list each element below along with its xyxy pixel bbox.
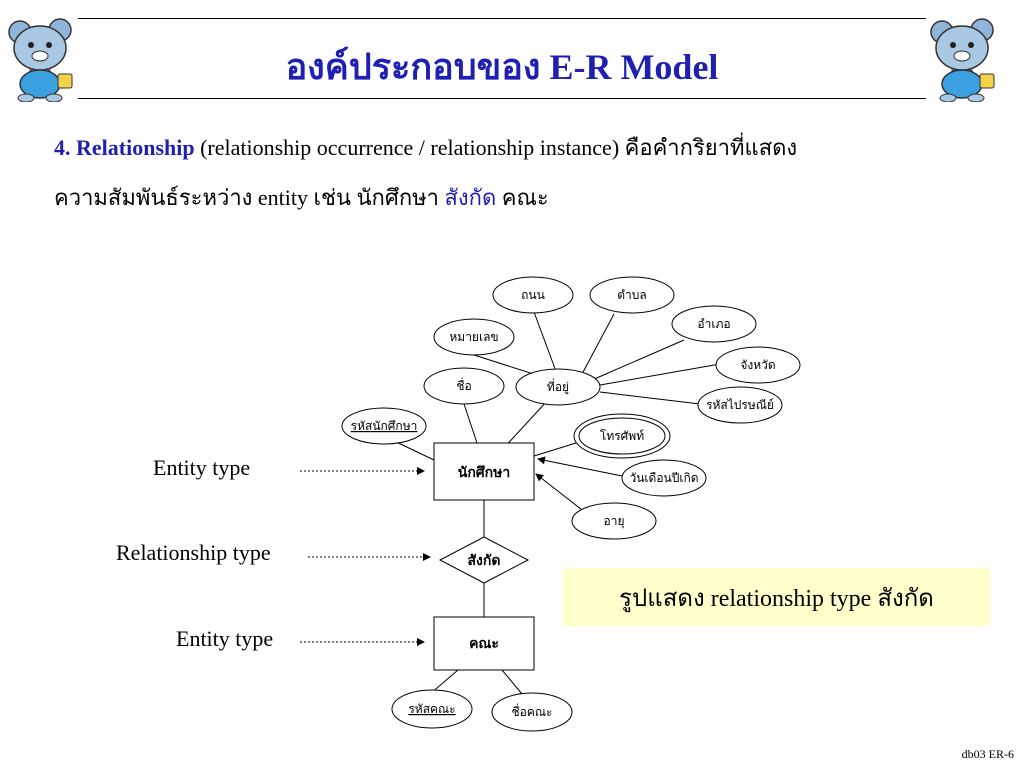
attr-house-no <box>433 318 515 356</box>
example-highlight: สังกัด <box>444 185 497 210</box>
attr-birthdate-label: วันเดือนปีเกิด <box>629 471 698 485</box>
bear-mascot-right <box>930 18 995 102</box>
diagram-connectors <box>391 311 721 695</box>
header-top-rule <box>78 18 926 19</box>
attr-subdistrict <box>589 276 675 314</box>
attr-student-id <box>341 407 427 445</box>
label-entity-type-bottom: Entity type <box>176 626 274 651</box>
attr-postcode <box>697 386 783 424</box>
attr-faculty-name <box>491 692 573 732</box>
attr-name <box>423 367 505 405</box>
attr-age-label: อายุ <box>604 514 625 529</box>
arrow-birthdate <box>537 456 623 477</box>
attr-district-label: อำเภอ <box>697 317 730 331</box>
attr-faculty-name-label: ชื่อคณะ <box>512 703 553 719</box>
attr-phone-inner <box>578 417 666 455</box>
attr-house-no-label: หมายเลข <box>449 330 498 344</box>
entity-faculty-label: คณะ <box>469 636 499 652</box>
attr-faculty-id-label: รหัสคณะ <box>408 702 455 716</box>
attr-address-label: ที่อยู่ <box>547 378 569 395</box>
relationship-label: สังกัด <box>468 553 501 569</box>
attr-province <box>715 346 801 384</box>
label-entity-type-top: Entity type <box>153 455 251 480</box>
definition-text: (relationship occurrence / relationship … <box>194 135 798 160</box>
attr-birthdate <box>621 459 707 497</box>
item-number: 4. <box>54 135 71 160</box>
attr-district <box>671 305 757 343</box>
attr-address <box>515 368 601 406</box>
arrow-age <box>535 473 587 514</box>
example-text-end: คณะ <box>496 185 549 210</box>
attr-age <box>571 502 657 540</box>
attr-postcode-label: รหัสไปรษณีย์ <box>706 398 774 412</box>
attr-road <box>492 276 574 314</box>
entity-faculty <box>433 616 535 671</box>
attr-phone-label: โทรศัพท์ <box>600 429 644 443</box>
label-relationship-type: Relationship type <box>116 540 271 565</box>
definition-line-2: ความสัมพันธ์ระหว่าง entity เช่น นักศึกษา… <box>54 180 549 215</box>
item-term: Relationship <box>76 135 195 160</box>
entity-student <box>433 442 535 501</box>
example-text: ความสัมพันธ์ระหว่าง entity เช่น นักศึกษา <box>54 185 445 210</box>
entity-student-label: นักศึกษา <box>458 464 511 481</box>
page-title: องค์ประกอบของ E-R Model <box>285 47 719 87</box>
definition-line-1: 4. Relationship (relationship occurrence… <box>54 130 797 165</box>
figure-caption: รูปแสดง relationship type สังกัด <box>563 568 990 626</box>
attr-student-id-label: รหัสนักศึกษา <box>351 419 418 433</box>
attr-province-label: จังหวัด <box>740 358 775 372</box>
bear-mascot-left <box>8 18 73 102</box>
page-reference: db03 ER-6 <box>961 747 1014 761</box>
relationship-affiliation <box>438 536 530 584</box>
attr-name-label: ชื่อ <box>456 377 471 393</box>
attr-subdistrict-label: ตำบล <box>617 288 647 302</box>
attr-road-label: ถนน <box>521 288 545 302</box>
attr-faculty-id <box>391 689 473 729</box>
header-bottom-rule <box>78 98 926 99</box>
pointer-lines <box>300 467 431 646</box>
